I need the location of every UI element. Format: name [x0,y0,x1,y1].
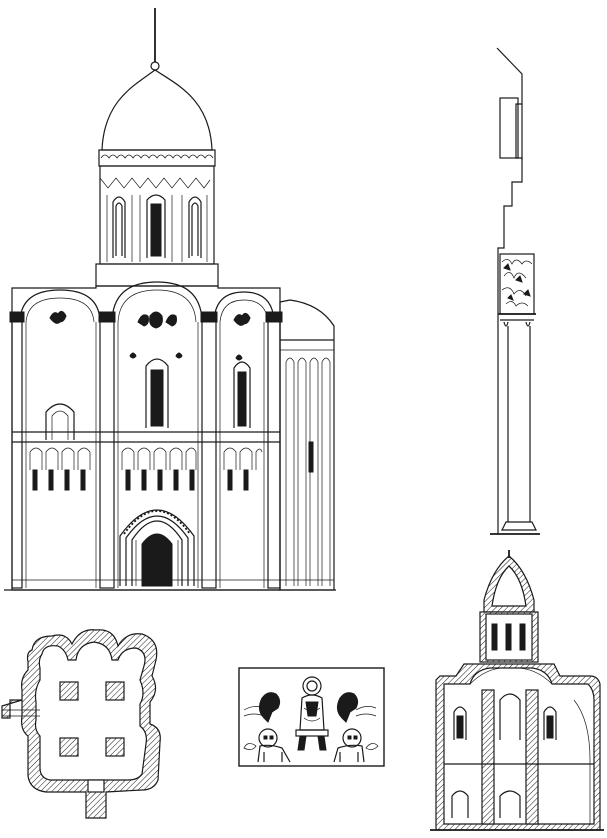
arcature-belt [12,431,280,491]
plan-pier-3 [59,737,79,757]
drum-zigzag-frieze [99,177,211,189]
zakomara-center [111,281,203,321]
facade-elevation [4,8,336,591]
section [430,550,604,831]
upper-window-center [145,358,169,428]
main-portal [119,509,195,587]
section-pier-left [481,689,495,825]
finial-ball [150,61,160,71]
relief-bird-left [258,692,281,723]
relief-lion-right [333,728,379,763]
relief-bird-right [336,692,359,723]
relief-panel [238,667,385,767]
upper-window-left [45,403,75,440]
upper-reliefs [49,310,251,361]
plan-pier-2 [105,681,125,701]
enthroned-figure [295,676,329,751]
drum-base [95,263,219,287]
zakomara-right [213,291,275,321]
plan-pier-1 [59,681,79,701]
plan-pier-4 [105,737,125,757]
floor-plan [1,629,161,819]
upper-window-right [233,361,251,428]
helmet-dome [101,69,213,151]
cornice-arcading [100,154,214,159]
plan-interior [34,641,147,781]
drum-windows [106,194,208,262]
section-pier-right [525,689,539,825]
pilaster-detail [490,47,540,535]
relief-lion-left [243,728,291,763]
zakomara-left [19,289,101,321]
side-apse [279,299,335,591]
